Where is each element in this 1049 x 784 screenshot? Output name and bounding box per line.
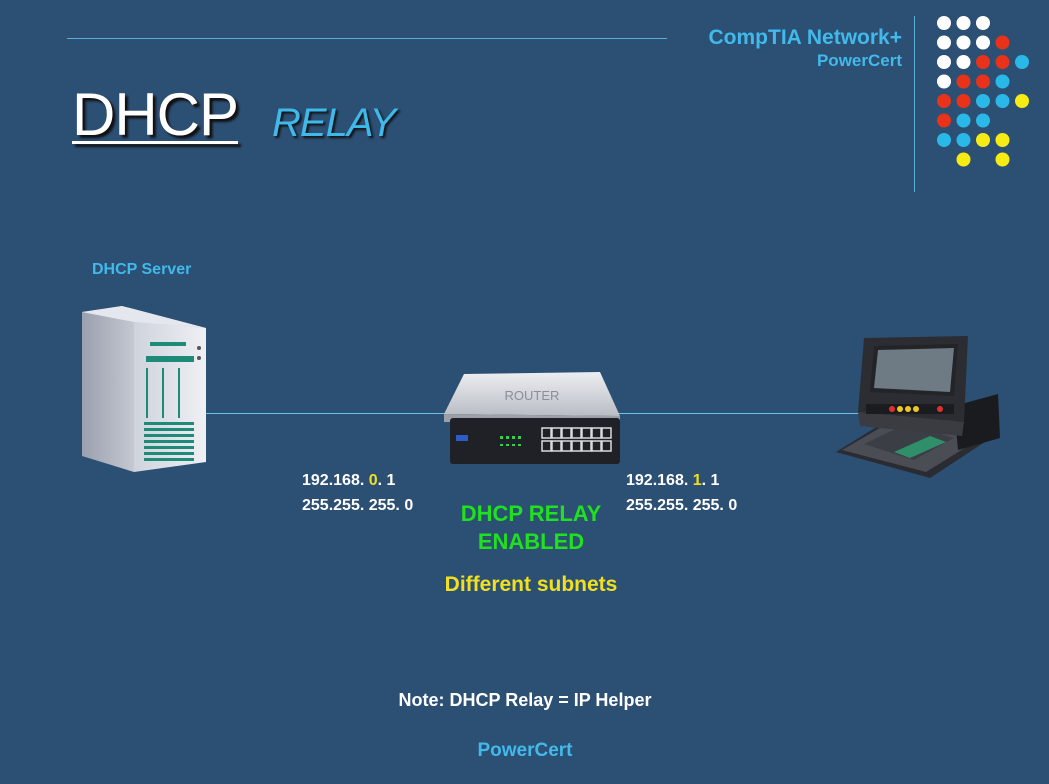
decor-dot [956, 113, 971, 128]
slide-subtitle: RELAY [272, 101, 396, 145]
decorative-dot-grid [937, 16, 1029, 167]
decor-dot [976, 133, 990, 147]
decor-dot [956, 94, 971, 108]
server-icon [82, 306, 206, 472]
decor-dot [956, 74, 971, 89]
decor-dot [995, 35, 1010, 50]
router-label: ROUTER [505, 388, 560, 403]
brand-subtitle: PowerCert [816, 51, 902, 70]
decor-dot [956, 55, 971, 69]
dhcp-server-label: DHCP Server [92, 261, 192, 278]
decor-dot [976, 113, 990, 128]
client-computer-icon [836, 336, 1000, 478]
left-ip-address: 192.168. 0. 1 [302, 472, 396, 489]
decor-dot [1015, 94, 1029, 108]
decor-dot [976, 94, 990, 108]
decor-dot [937, 35, 951, 50]
decor-dot [995, 152, 1010, 167]
decor-dot [976, 16, 990, 30]
decor-dot [956, 35, 971, 50]
decor-dot [995, 74, 1010, 89]
slide-title: DHCP [72, 81, 239, 148]
decor-dot [937, 94, 951, 108]
decor-dot [1015, 55, 1029, 69]
decor-dot [995, 133, 1010, 147]
decor-dot [937, 55, 951, 69]
decor-dot [956, 152, 971, 167]
decor-dot [937, 16, 951, 30]
decor-dot [976, 74, 990, 89]
decor-dot [937, 113, 951, 128]
decor-dot [976, 55, 990, 69]
vertical-divider-line [914, 16, 915, 192]
decor-dot [937, 74, 951, 89]
right-subnet-mask: 255.255. 255. 0 [626, 497, 738, 514]
brand-title: CompTIA Network+ [708, 26, 903, 49]
decor-dot [956, 16, 971, 30]
header-divider-line [67, 38, 667, 39]
router-icon: ROUTER [444, 372, 620, 464]
left-subnet-mask: 255.255. 255. 0 [302, 497, 414, 514]
footer-brand: PowerCert [477, 740, 573, 761]
decor-dot [995, 55, 1010, 69]
relay-status-line2: ENABLED [477, 529, 585, 554]
decor-dot [995, 94, 1010, 108]
decor-dot [956, 133, 971, 147]
subnet-caption: Different subnets [444, 573, 618, 596]
decor-dot [937, 133, 951, 147]
decor-dot [976, 35, 990, 50]
relay-status-line1: DHCP RELAY [460, 501, 602, 526]
right-ip-address: 192.168. 1. 1 [626, 472, 720, 489]
helper-note: Note: DHCP Relay = IP Helper [398, 690, 652, 710]
